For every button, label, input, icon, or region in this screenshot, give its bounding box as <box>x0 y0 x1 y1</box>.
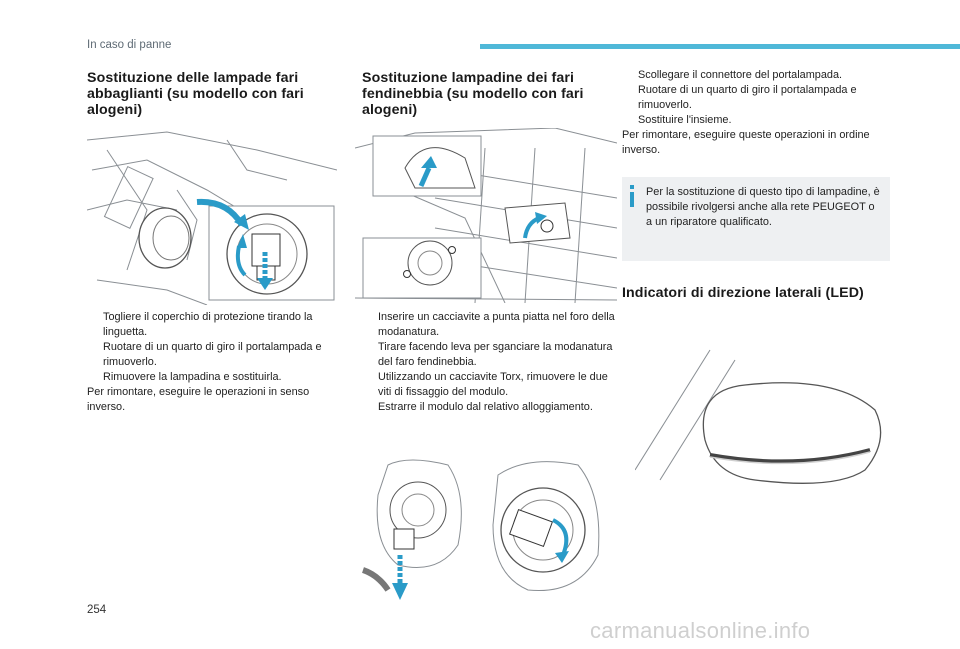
list-item: Scollegare il connettore del portalampad… <box>638 69 843 81</box>
col3-title: Indicatori di direzione laterali (LED) <box>622 285 864 301</box>
col3-instructions: Scollegare il connettore del portalampad… <box>622 68 890 158</box>
list-item: Sostituire l'insieme. <box>638 114 732 126</box>
list-item: Utilizzando un cacciavite Torx, rimuover… <box>378 371 608 398</box>
list-item: Ruotare di un quarto di giro il portalam… <box>638 84 857 111</box>
page-number: 254 <box>87 604 107 616</box>
col1-title: Sostituzione delle lampade fari abbaglia… <box>87 70 304 118</box>
list-item: Estrarre il modulo dal relativo alloggia… <box>378 401 593 413</box>
col3-heading: Indicatori di direzione laterali (LED) <box>622 285 890 301</box>
illustration-foglamp-front <box>355 128 617 303</box>
illustration-mirror <box>635 330 890 495</box>
col2-title: Sostituzione lampadine dei fari fendineb… <box>362 70 584 118</box>
col1-instructions: Togliere il coperchio di protezione tira… <box>87 310 342 415</box>
header-bar <box>480 44 960 49</box>
col2-instructions: Inserire un cacciavite a punta piatta ne… <box>362 310 617 415</box>
info-box: Per la sostituzione di questo tipo di la… <box>622 177 890 261</box>
list-item: Togliere il coperchio di protezione tira… <box>103 311 313 338</box>
list-item: Ruotare di un quarto di giro il portalam… <box>103 341 322 368</box>
info-icon <box>630 185 634 207</box>
section-label: In caso di panne <box>87 39 172 51</box>
column-1: Sostituzione delle lampade fari abbaglia… <box>87 70 342 118</box>
list-item: Inserire un cacciavite a punta piatta ne… <box>378 311 615 338</box>
col1-note: Per rimontare, eseguire le operazioni in… <box>87 386 310 413</box>
illustration-foglamp-module <box>358 455 613 610</box>
column-2: Sostituzione lampadine dei fari fendineb… <box>362 70 617 118</box>
list-item: Tirare facendo leva per sganciare la mod… <box>378 341 613 368</box>
col3-note: Per rimontare, eseguire queste operazion… <box>622 129 870 156</box>
list-item: Rimuovere la lampadina e sostituirla. <box>103 371 282 383</box>
watermark: carmanualsonline.info <box>590 618 811 643</box>
info-text: Per la sostituzione di questo tipo di la… <box>646 186 880 228</box>
illustration-headlamp <box>87 130 337 305</box>
